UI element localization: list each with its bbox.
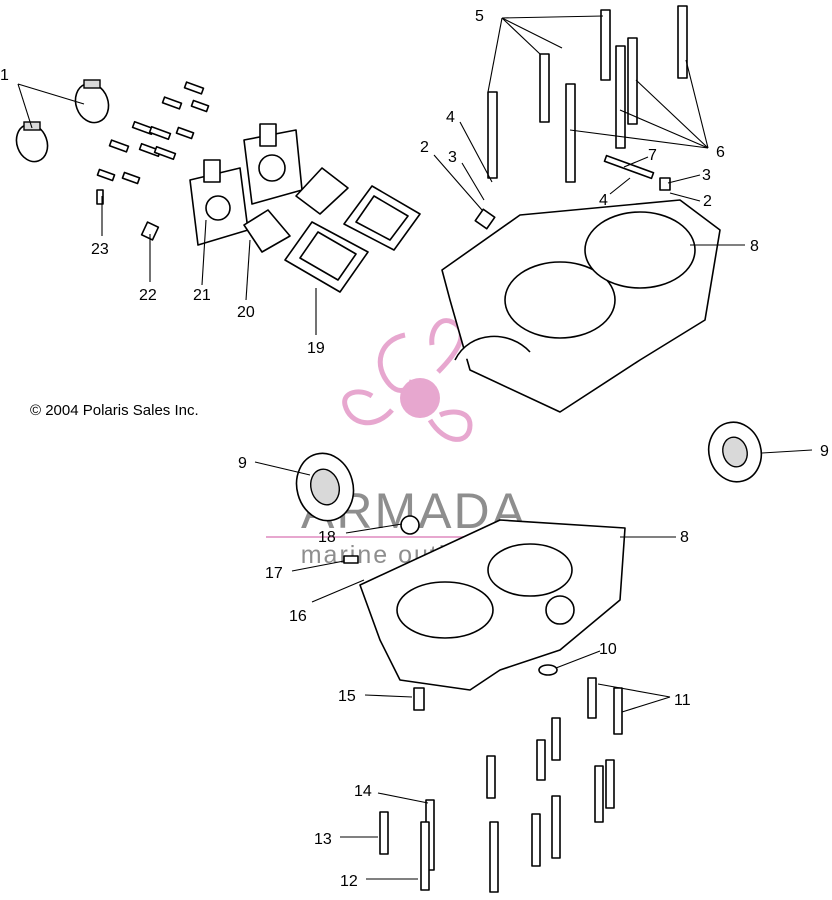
callout-15: 15: [338, 688, 356, 705]
callout-9-left: 9: [238, 455, 247, 472]
callout-4-left: 4: [446, 109, 455, 126]
callout-12: 12: [340, 873, 358, 890]
fitting-22-part: [140, 221, 160, 241]
callout-17: 17: [265, 565, 283, 582]
pulse-fitting-right-part: [603, 154, 671, 191]
crank-seal-left-part: [295, 452, 355, 522]
callout-11: 11: [674, 692, 691, 709]
reed-spacer-part: [243, 167, 349, 253]
callout-2-left: 2: [420, 139, 429, 156]
callout-5: 5: [475, 8, 484, 25]
callout-19: 19: [307, 340, 325, 357]
copyright-notice: © 2004 Polaris Sales Inc.: [30, 402, 199, 419]
callout-2-right: 2: [703, 193, 712, 210]
callout-18: 18: [318, 529, 336, 546]
callout-4-right: 4: [599, 192, 608, 209]
bolt-15-part: [413, 687, 425, 711]
intake-manifold-part: [189, 123, 303, 246]
callout-21: 21: [193, 287, 211, 304]
leader-lines: [17, 15, 813, 880]
intake-bolt-set-part: [96, 81, 210, 205]
callout-8-lower: 8: [680, 529, 689, 546]
callout-1: 1: [0, 67, 9, 84]
callout-3-left: 3: [448, 149, 457, 166]
callout-20: 20: [237, 304, 255, 321]
callout-10: 10: [599, 641, 617, 658]
upper-crankcase-part: [441, 199, 721, 413]
callout-8-upper: 8: [750, 238, 759, 255]
callout-6: 6: [716, 144, 725, 161]
callout-13: 13: [314, 831, 332, 848]
callout-labels: 1 23 22 21 20 19 5 6 4 2 3 7 3 4 2 8 9 9…: [0, 8, 829, 890]
crankcase-bolt-set-part: [379, 677, 623, 893]
propeller-hub-icon: [400, 378, 440, 418]
callout-7: 7: [648, 147, 657, 164]
crank-seal-right-part: [707, 421, 763, 483]
hose-clamp-part: [15, 79, 110, 163]
dowel-pin-17-part: [343, 555, 359, 564]
cylinder-stud-set-part: [487, 5, 688, 183]
lower-crankcase-part: [359, 519, 626, 691]
reed-valve-part: [284, 185, 421, 293]
bearing-18-part: [400, 515, 420, 535]
callout-9-right: 9: [820, 443, 829, 460]
propeller-logo-icon: [342, 318, 473, 442]
callout-3-right: 3: [702, 167, 711, 184]
callout-23: 23: [91, 241, 109, 258]
pulse-fitting-left-part: [474, 208, 496, 230]
washer-10-part: [538, 664, 558, 676]
callout-22: 22: [139, 287, 157, 304]
callout-16: 16: [289, 608, 307, 625]
callout-14: 14: [354, 783, 372, 800]
